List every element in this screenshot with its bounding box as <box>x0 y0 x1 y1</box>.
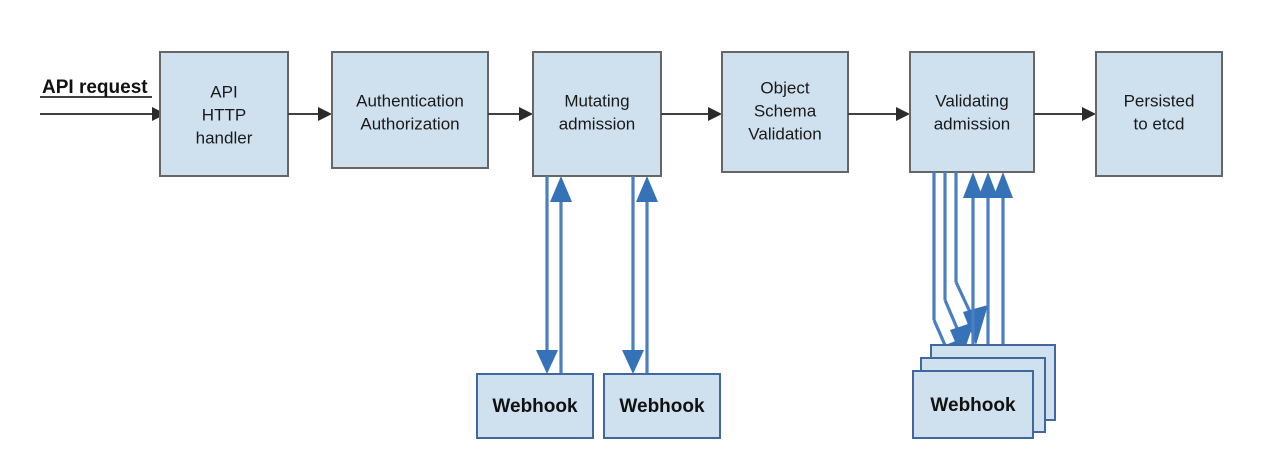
connector-schema-to-validating <box>848 107 910 121</box>
node-mutating-admission-line-1: Mutating <box>564 91 629 110</box>
validating-webhook-response-arrowhead-3 <box>993 172 1013 198</box>
validating-webhook-request-arrowhead-2 <box>950 322 974 358</box>
node-object-schema-validation-line-2: Schema <box>754 101 817 120</box>
node-validating-admission-rect[interactable] <box>909 51 1035 173</box>
webhook-box-mutating-1-label: Webhook <box>492 396 578 417</box>
connector-validating-to-etcd-head <box>1082 107 1096 121</box>
node-mutating-admission-rect[interactable] <box>532 51 662 177</box>
node-authentication-authorization[interactable]: Authentication Authorization <box>331 51 489 169</box>
node-api-http-handler[interactable]: API HTTP handler <box>159 51 289 177</box>
webhook-box-mutating-2-label: Webhook <box>619 396 705 417</box>
node-validating-admission[interactable]: Validating admission <box>909 51 1035 173</box>
node-persisted-to-etcd-rect[interactable] <box>1095 51 1223 177</box>
node-object-schema-validation[interactable]: Object Schema Validation <box>721 51 849 173</box>
validating-webhook-request-arrowhead-3 <box>963 305 988 345</box>
connector-validating-to-etcd <box>1034 107 1096 121</box>
node-object-schema-validation-line-1: Object <box>760 78 809 97</box>
webhook-stack-validating-front-rect[interactable] <box>912 370 1034 439</box>
connector-auth-to-mutating <box>488 107 533 121</box>
webhook-box-mutating-1[interactable]: Webhook <box>476 373 594 439</box>
mutating-webhook-1-arrows <box>536 176 572 374</box>
entry-arrow-group: API request <box>40 77 166 121</box>
webhook-stack-validating[interactable]: Webhook <box>912 344 1056 439</box>
connector-handler-to-auth <box>288 107 332 121</box>
node-persisted-to-etcd-line-1: Persisted <box>1124 91 1195 110</box>
webhook-box-mutating-2[interactable]: Webhook <box>603 373 721 439</box>
connector-mutating-to-schema <box>661 107 722 121</box>
node-mutating-admission-line-2: admission <box>559 114 636 133</box>
node-api-http-handler-line-2: HTTP <box>202 105 246 124</box>
node-object-schema-validation-line-3: Validation <box>748 124 821 143</box>
node-validating-admission-line-1: Validating <box>935 91 1008 110</box>
connector-auth-to-mutating-head <box>519 107 533 121</box>
node-authentication-authorization-line-1: Authentication <box>356 91 464 110</box>
mutating-webhook-2-request-arrowhead <box>622 350 644 374</box>
node-api-http-handler-rect[interactable] <box>159 51 289 177</box>
node-mutating-admission[interactable]: Mutating admission <box>532 51 662 177</box>
validating-webhook-response-arrowhead-2 <box>978 172 998 198</box>
validating-webhook-arrows <box>932 172 1013 372</box>
entry-label: API request <box>42 77 148 98</box>
webhook-box-mutating-1-rect[interactable] <box>476 373 594 439</box>
node-validating-admission-line-2: admission <box>934 114 1011 133</box>
node-api-http-handler-line-3: handler <box>196 128 253 147</box>
node-object-schema-validation-rect[interactable] <box>721 51 849 173</box>
connector-handler-to-auth-head <box>318 107 332 121</box>
mutating-webhook-1-request-arrowhead <box>536 350 558 374</box>
node-authentication-authorization-rect[interactable] <box>331 51 489 169</box>
connector-schema-to-validating-head <box>896 107 910 121</box>
connector-mutating-to-schema-head <box>708 107 722 121</box>
node-persisted-to-etcd-line-2: to etcd <box>1133 114 1184 133</box>
validating-webhook-response-arrowhead-1 <box>963 172 983 198</box>
webhook-box-mutating-2-rect[interactable] <box>603 373 721 439</box>
webhook-stack-validating-label: Webhook <box>930 395 1016 416</box>
mutating-webhook-2-response-arrowhead <box>636 176 658 202</box>
mutating-webhook-1-response-arrowhead <box>550 176 572 202</box>
node-authentication-authorization-line-2: Authorization <box>360 114 459 133</box>
node-persisted-to-etcd[interactable]: Persisted to etcd <box>1095 51 1223 177</box>
mutating-webhook-2-arrows <box>622 176 658 374</box>
node-api-http-handler-line-1: API <box>210 82 237 101</box>
